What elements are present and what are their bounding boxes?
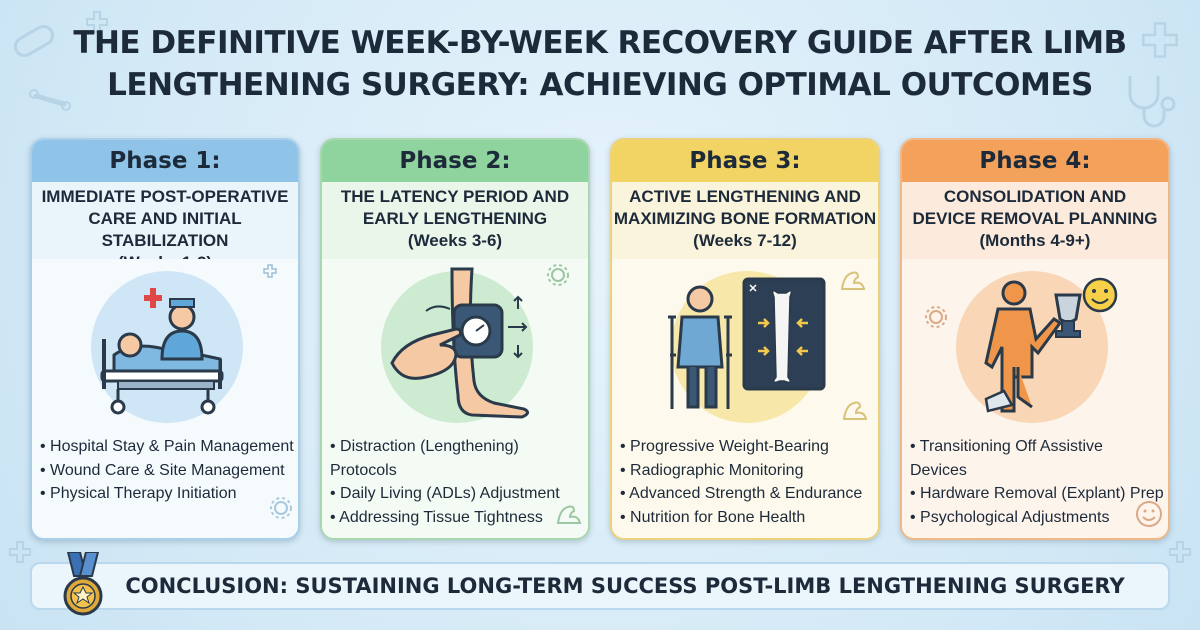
phase-subtitle: IMMEDIATE POST-OPERATIVE CARE AND INITIA… — [32, 182, 298, 272]
cross-icon — [9, 541, 31, 563]
crutches-xray-icon — [668, 271, 868, 423]
list-item: Psychological Adjustments — [910, 506, 1164, 530]
phase-body: Hospital Stay & Pain Management Wound Ca… — [32, 259, 298, 538]
list-item: Transitioning Off Assistive Devices — [910, 435, 1164, 482]
list-item: Distraction (Lengthening) Protocols — [330, 435, 584, 482]
phase-subtitle: CONSOLIDATION AND DEVICE REMOVAL PLANNIN… — [902, 182, 1168, 259]
phase-subtitle: THE LATENCY PERIOD AND EARLY LENGTHENING… — [322, 182, 588, 259]
phase-body: Progressive Weight-Bearing Radiographic … — [612, 259, 878, 538]
list-item: Physical Therapy Initiation — [40, 482, 294, 506]
cross-icon — [1169, 541, 1191, 563]
trophy-person-icon — [925, 271, 1118, 423]
phase-body: Transitioning Off Assistive Devices Hard… — [902, 259, 1168, 538]
cross-icon — [1142, 22, 1178, 58]
leg-device-adjust-icon — [381, 264, 569, 423]
phase-card-2: Phase 2: THE LATENCY PERIOD AND EARLY LE… — [320, 138, 590, 540]
phase-subtitle-line: DEVICE REMOVAL PLANNING — [912, 209, 1158, 228]
phase-heading: Phase 1: — [32, 140, 298, 182]
phase-heading: Phase 3: — [612, 140, 878, 182]
phase-heading: Phase 2: — [322, 140, 588, 182]
phase-bullets: Transitioning Off Assistive Devices Hard… — [910, 435, 1164, 529]
conclusion-banner: CONCLUSION: SUSTAINING LONG-TERM SUCCESS… — [30, 562, 1170, 610]
pill-icon — [13, 25, 55, 57]
title-line-1: THE DEFINITIVE WEEK-BY-WEEK RECOVERY GUI… — [73, 25, 1127, 61]
phase-subtitle-line: ACTIVE LENGTHENING AND — [629, 187, 861, 206]
phase-subtitle-line: EARLY LENGTHENING — [362, 209, 548, 228]
bone-icon — [29, 89, 71, 111]
muscle-arm-icon — [556, 505, 582, 524]
list-item: Nutrition for Bone Health — [620, 506, 874, 530]
phase-body: Distraction (Lengthening) Protocols Dail… — [322, 259, 588, 538]
phase-weeks: (Months 4-9+) — [979, 231, 1091, 250]
stethoscope-icon — [1128, 76, 1176, 128]
phase-heading: Phase 4: — [902, 140, 1168, 182]
hospital-bed-nurse-icon — [91, 264, 277, 423]
phase-bullets: Hospital Stay & Pain Management Wound Ca… — [40, 435, 294, 506]
phase-subtitle: ACTIVE LENGTHENING AND MAXIMIZING BONE F… — [612, 182, 878, 259]
cross-icon — [86, 11, 108, 33]
phase-weeks: (Weeks 3-6) — [407, 231, 503, 250]
phase-card-4: Phase 4: CONSOLIDATION AND DEVICE REMOVA… — [900, 138, 1170, 540]
phase-weeks: (Weeks 7-12) — [693, 231, 797, 250]
medal-icon — [63, 552, 103, 616]
phase-subtitle-line: THE LATENCY PERIOD AND — [340, 187, 570, 206]
gear-icon — [270, 497, 292, 519]
phase-bullets: Distraction (Lengthening) Protocols Dail… — [330, 435, 584, 529]
list-item: Hardware Removal (Explant) Prep — [910, 482, 1164, 506]
page-title: THE DEFINITIVE WEEK-BY-WEEK RECOVERY GUI… — [0, 22, 1200, 106]
list-item: Radiographic Monitoring — [620, 459, 874, 483]
list-item: Addressing Tissue Tightness — [330, 506, 584, 530]
phase-subtitle-line: CARE AND INITIAL STABILIZATION — [88, 209, 242, 250]
smiley-icon — [1136, 501, 1162, 527]
list-item: Hospital Stay & Pain Management — [40, 435, 294, 459]
phase-subtitle-line: CONSOLIDATION AND — [943, 187, 1127, 206]
title-line-2: LENGTHENING SURGERY: ACHIEVING OPTIMAL O… — [107, 67, 1093, 103]
phase-subtitle-line: IMMEDIATE POST-OPERATIVE — [41, 187, 289, 206]
phase-card-1: Phase 1: IMMEDIATE POST-OPERATIVE CARE A… — [30, 138, 300, 540]
list-item: Wound Care & Site Management — [40, 459, 294, 483]
list-item: Progressive Weight-Bearing — [620, 435, 874, 459]
phase-bullets: Progressive Weight-Bearing Radiographic … — [620, 435, 874, 529]
phase-card-3: Phase 3: ACTIVE LENGTHENING AND MAXIMIZI… — [610, 138, 880, 540]
list-item: Advanced Strength & Endurance — [620, 482, 874, 506]
phase-subtitle-line: MAXIMIZING BONE FORMATION — [613, 209, 877, 228]
list-item: Daily Living (ADLs) Adjustment — [330, 482, 584, 506]
